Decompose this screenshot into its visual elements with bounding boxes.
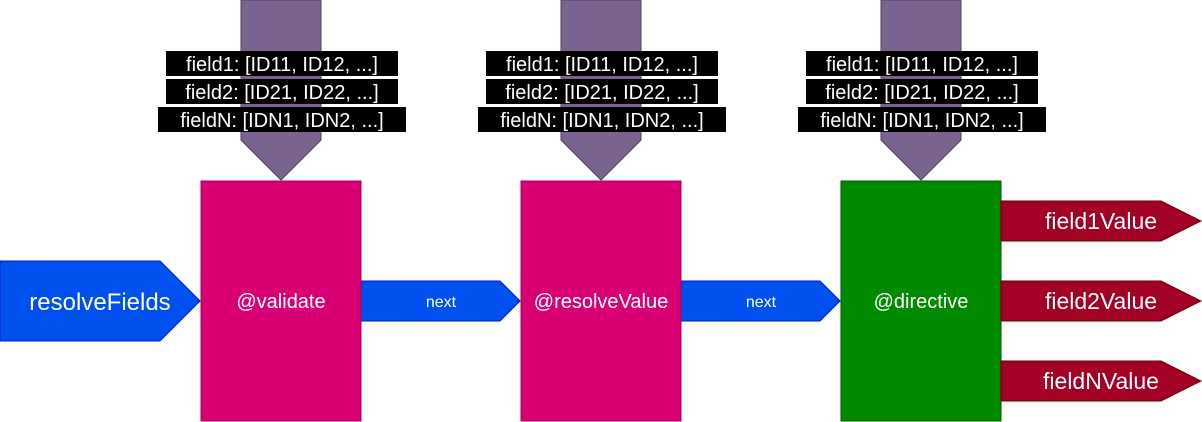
input-label-line: field2: [ID21, ID22, ...] — [825, 82, 1018, 104]
output-arrow-label: fieldNValue — [1043, 368, 1159, 394]
validate-box-label: @validate — [236, 291, 325, 313]
output-arrow-2 — [1000, 280, 1202, 322]
input-label-1: field1: [ID11, ID12, ...] field2: [ID21,… — [158, 51, 406, 132]
entry-arrow-label: resolveFields — [29, 289, 170, 316]
input-label-line: field1: [ID11, ID12, ...] — [506, 54, 698, 76]
input-label-2: field1: [ID11, ID12, ...] field2: [ID21,… — [478, 51, 726, 132]
next-arrow-label: next — [746, 294, 777, 311]
output-arrow-3 — [1000, 360, 1202, 402]
entry-arrow — [0, 260, 201, 342]
output-arrow-1 — [1000, 200, 1202, 242]
validate-box — [200, 180, 362, 422]
input-label-line: fieldN: [IDN1, IDN2, ...] — [820, 110, 1023, 132]
input-label-line: field1: [ID11, ID12, ...] — [186, 54, 378, 76]
next-arrow-label: next — [426, 294, 457, 311]
resolve-value-box-label: @resolveValue — [534, 291, 668, 313]
input-label-3: field1: [ID11, ID12, ...] field2: [ID21,… — [798, 51, 1046, 132]
output-arrow-label: field2Value — [1045, 288, 1157, 314]
input-label-line: field2: [ID21, ID22, ...] — [185, 82, 378, 104]
input-label-line: field2: [ID21, ID22, ...] — [505, 82, 698, 104]
input-label-line: field1: [ID11, ID12, ...] — [826, 54, 1018, 76]
directive-box — [840, 180, 1002, 422]
directive-box-label: @directive — [874, 291, 969, 313]
resolve-value-box — [520, 180, 682, 422]
input-label-line: fieldN: [IDN1, IDN2, ...] — [180, 110, 383, 132]
input-label-line: fieldN: [IDN1, IDN2, ...] — [500, 110, 703, 132]
output-arrow-label: field1Value — [1045, 208, 1157, 234]
